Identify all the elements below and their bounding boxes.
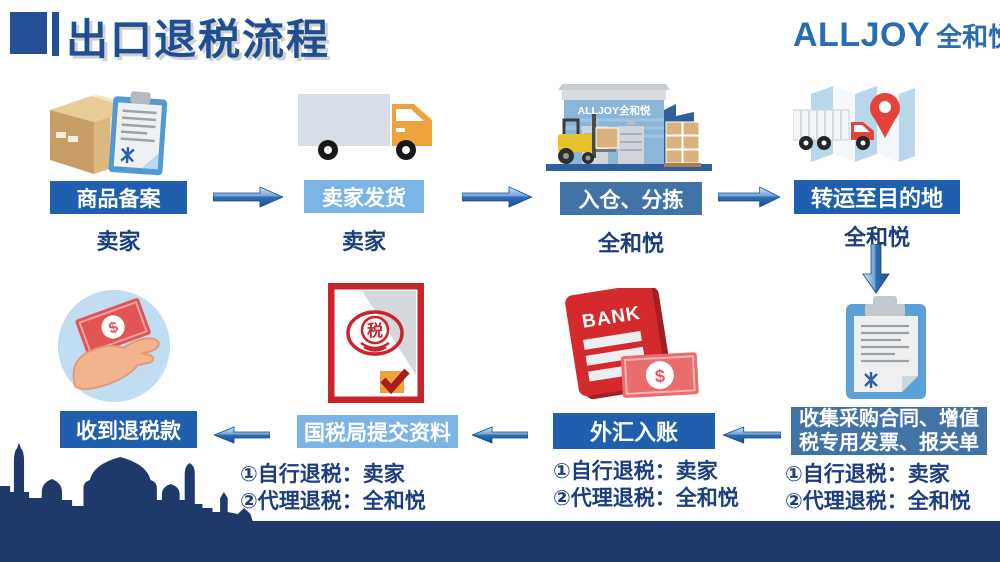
map-destination-truck-icon: [793, 86, 915, 162]
note-line-1: ①自行退税：卖家: [553, 460, 718, 483]
flow-arrow-right-icon: [213, 186, 283, 208]
tax-emblem-text: 税: [367, 321, 383, 340]
box-clipboard-icon: [50, 91, 168, 176]
step-owner-seller-1: 卖家: [96, 229, 141, 254]
page-title: 出口退税流程: [66, 16, 331, 63]
tax-bureau-document-icon: 税: [328, 283, 424, 403]
brand-logo-text: ALLJOY: [793, 16, 931, 54]
title-accent-square: [10, 12, 47, 54]
flow-arrow-right-icon: [462, 186, 532, 208]
flow-arrow-left-icon: [723, 426, 781, 444]
step-label-tax-bureau-submit: 国税局提交资料: [297, 415, 458, 448]
warehouse-forklift-icon: ALLJOY全和悦: [546, 84, 712, 171]
brand-logo-chinese-text: 全和悦: [936, 22, 1000, 52]
documents-clipboard-icon: [846, 296, 926, 399]
step-label-transfer-destination: 转运至目的地: [794, 180, 960, 214]
flow-arrow-right-icon: [718, 186, 780, 208]
note-line-1: ①自行退税：卖家: [785, 463, 950, 486]
flow-arrow-left-icon: [472, 426, 528, 444]
step-label-product-registration: 商品备案: [50, 181, 187, 214]
refund-note-collect: ①自行退税：卖家 ②代理退税：全和悦: [785, 461, 971, 515]
note-line-1: ①自行退税：卖家: [240, 463, 405, 486]
flow-arrow-down-icon: [862, 244, 890, 294]
brand-logo: ALLJOY 全和悦: [793, 16, 1000, 55]
collect-label-line-1: 收集采购合同、增值: [799, 408, 979, 430]
dollar-sign-text: $: [654, 366, 665, 386]
collect-label-line-2: 税专用发票、报关单: [799, 432, 979, 454]
note-line-2: ②代理退税：全和悦: [240, 490, 426, 513]
title-accent-bar: [52, 12, 59, 56]
note-line-2: ②代理退税：全和悦: [553, 487, 739, 510]
city-skyline-silhouette: [0, 443, 253, 522]
delivery-truck-icon: [298, 94, 432, 160]
refund-note-forex: ①自行退税：卖家 ②代理退税：全和悦: [553, 458, 739, 512]
step-label-forex-received: 外汇入账: [553, 413, 715, 449]
step-label-seller-ships: 卖家发货: [304, 180, 424, 213]
warehouse-sign-text: ALLJOY全和悦: [578, 104, 651, 117]
step-owner-alljoy-1: 全和悦: [597, 231, 664, 256]
refund-note-tax-bureau: ①自行退税：卖家 ②代理退税：全和悦: [240, 461, 426, 515]
footer-bar: [0, 521, 1000, 562]
step-label-refund-received: 收到退税款: [60, 411, 197, 448]
step-label-collect-documents: 收集采购合同、增值 税专用发票、报关单: [791, 407, 987, 455]
step-owner-seller-2: 卖家: [341, 229, 386, 254]
flow-arrow-left-icon: [214, 426, 270, 444]
step-label-warehouse-sorting: 入仓、分拣: [560, 182, 702, 215]
note-line-2: ②代理退税：全和悦: [785, 490, 971, 513]
hand-receiving-money-icon: $: [57, 289, 171, 403]
bank-passbook-money-icon: BANK $: [565, 288, 699, 400]
